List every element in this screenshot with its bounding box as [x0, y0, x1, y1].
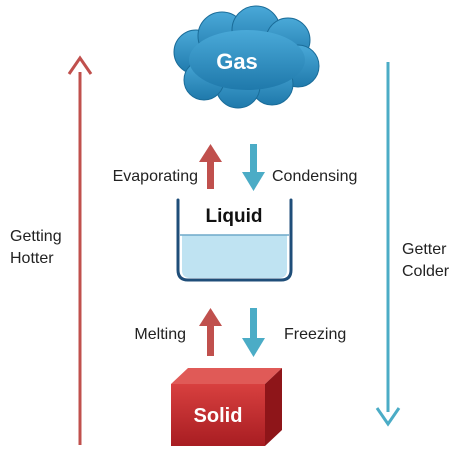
freezing-label: Freezing: [284, 326, 346, 343]
liquid-label: Liquid: [206, 206, 263, 227]
getting-hotter-label-line2: Hotter: [10, 250, 54, 267]
getting-colder-label-line2: Colder: [402, 263, 450, 280]
getting-colder-label-line1: Getter: [402, 241, 447, 258]
getting-hotter-arrow: [67, 55, 93, 445]
melting-label: Melting: [134, 326, 186, 343]
condensing-label: Condensing: [272, 168, 357, 185]
freezing-arrow: [242, 308, 265, 357]
getting-hotter-label-line1: Getting: [10, 228, 62, 245]
getting-colder-arrow: [375, 62, 401, 427]
condensing-arrow: [242, 144, 265, 191]
melting-arrow: [199, 308, 222, 356]
liquid-container-icon: [176, 198, 293, 282]
solid-block-icon: [171, 368, 282, 446]
evaporating-label: Evaporating: [113, 168, 198, 185]
evaporating-arrow: [199, 144, 222, 189]
solid-label: Solid: [194, 405, 243, 427]
gas-label: Gas: [216, 49, 258, 74]
gas-cloud-icon: [173, 5, 320, 109]
